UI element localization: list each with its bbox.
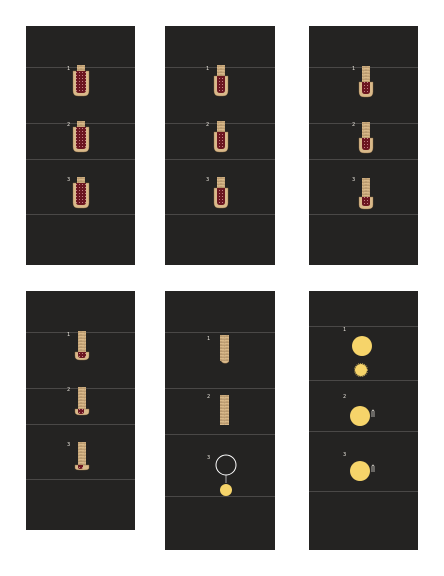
divider bbox=[165, 159, 275, 160]
tube-figure-1 bbox=[74, 330, 90, 361]
divider bbox=[309, 159, 418, 160]
yellow-ball-group-1 bbox=[352, 336, 372, 377]
tube-figure-1 bbox=[213, 64, 229, 97]
divider bbox=[309, 326, 418, 327]
panel-5: 1 2 3 bbox=[165, 291, 275, 550]
yellow-ball-group-3 bbox=[350, 461, 375, 481]
panel-6: 1 2 3 bbox=[309, 291, 418, 550]
stack-figure-1 bbox=[219, 334, 230, 364]
step-label-1: 1 bbox=[352, 66, 356, 72]
step-label-2: 2 bbox=[207, 394, 211, 400]
divider bbox=[309, 380, 418, 381]
divider bbox=[165, 496, 275, 497]
tube-figure-2 bbox=[358, 121, 374, 154]
step-label-1: 1 bbox=[67, 66, 71, 72]
ring-figure bbox=[215, 454, 237, 496]
step-label-3: 3 bbox=[343, 452, 347, 458]
step-label-3: 3 bbox=[67, 177, 71, 183]
panel-3: 1 2 3 bbox=[309, 26, 418, 265]
tube-figure-3 bbox=[358, 177, 374, 210]
step-label-1: 1 bbox=[67, 332, 71, 338]
step-label-3: 3 bbox=[207, 455, 211, 461]
divider bbox=[26, 214, 135, 215]
divider bbox=[309, 214, 418, 215]
panel-4: 1 2 3 bbox=[26, 291, 135, 530]
step-label-3: 3 bbox=[67, 442, 71, 448]
panel-1: 1 2 3 bbox=[26, 26, 135, 265]
step-label-1: 1 bbox=[207, 336, 211, 342]
tube-figure-3 bbox=[72, 176, 90, 209]
divider bbox=[309, 431, 418, 432]
tube-figure-2 bbox=[74, 386, 90, 416]
tube-figure-2 bbox=[72, 120, 90, 153]
tube-figure-2 bbox=[213, 120, 229, 153]
tube-figure-3 bbox=[213, 176, 229, 209]
yellow-ball-group-2 bbox=[350, 406, 375, 426]
step-label-1: 1 bbox=[343, 327, 347, 333]
panel-2: 1 2 3 bbox=[165, 26, 275, 265]
step-label-2: 2 bbox=[343, 394, 347, 400]
step-label-3: 3 bbox=[206, 177, 210, 183]
divider bbox=[165, 214, 275, 215]
divider bbox=[26, 424, 135, 425]
tube-figure-3 bbox=[74, 441, 90, 471]
divider bbox=[309, 491, 418, 492]
step-label-2: 2 bbox=[67, 387, 71, 393]
divider bbox=[26, 479, 135, 480]
step-label-2: 2 bbox=[352, 122, 356, 128]
stack-figure-2 bbox=[220, 395, 229, 425]
step-label-1: 1 bbox=[206, 66, 210, 72]
divider bbox=[26, 159, 135, 160]
divider bbox=[165, 332, 275, 333]
tube-figure-1 bbox=[72, 64, 90, 97]
tube-figure-1 bbox=[358, 65, 374, 98]
divider bbox=[165, 434, 275, 435]
step-label-2: 2 bbox=[67, 122, 71, 128]
step-label-2: 2 bbox=[206, 122, 210, 128]
step-label-3: 3 bbox=[352, 177, 356, 183]
divider bbox=[165, 388, 275, 389]
